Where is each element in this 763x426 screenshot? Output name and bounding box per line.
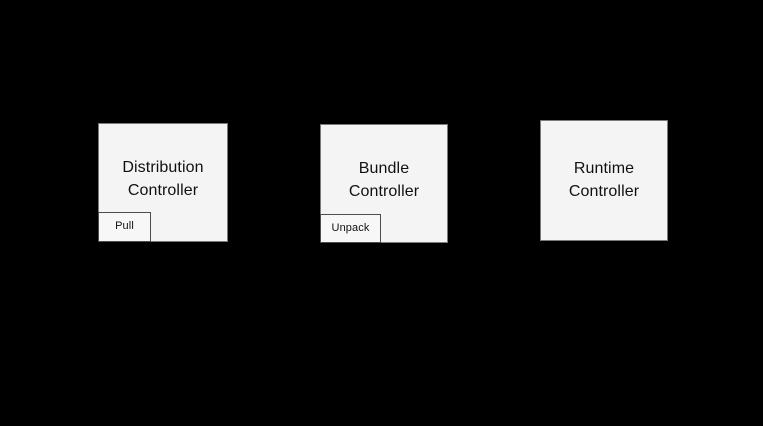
node-bundle-controller-title: Bundle Controller xyxy=(348,160,420,200)
node-runtime-controller-title: Runtime Controller xyxy=(568,160,640,200)
subnode-pull[interactable]: Pull xyxy=(98,212,151,242)
subnode-unpack[interactable]: Unpack xyxy=(320,214,381,243)
node-runtime-controller[interactable]: Runtime Controller xyxy=(540,120,668,241)
subnode-pull-label: Pull xyxy=(115,220,134,233)
node-distribution-controller-title: Distribution Controller xyxy=(122,159,204,199)
subnode-unpack-label: Unpack xyxy=(331,221,370,234)
